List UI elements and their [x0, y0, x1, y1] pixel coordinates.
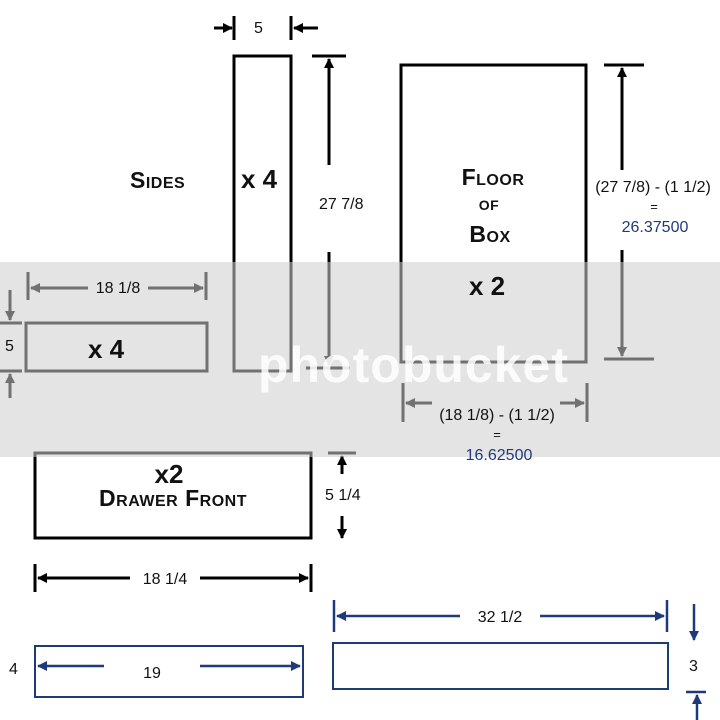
watermark-text: photobucket: [258, 337, 569, 393]
drawer-front-count: x2: [154, 459, 184, 489]
floor-count: x 2: [469, 271, 506, 301]
sides-width-label: 5: [254, 20, 263, 37]
right-strip-width-label: 32 1/2: [477, 609, 523, 626]
left-strip-height-label: 4: [9, 661, 18, 678]
watermark-band: [0, 262, 720, 457]
small-panel-width-label: 18 1/8: [95, 280, 141, 297]
drawer-front-width-label: 18 1/4: [142, 571, 188, 588]
sides-title: Sides: [130, 167, 186, 193]
sides-height-label: 27 7/8: [319, 196, 364, 213]
left-strip-piece: [34, 645, 304, 698]
right-strip-rect: [332, 642, 669, 690]
small-panel-count: x 4: [88, 334, 125, 364]
floor-title-line1: Floor: [461, 164, 525, 190]
floor-width-equals: =: [493, 427, 501, 442]
left-strip-rect: [34, 645, 304, 698]
drawer-front-height-label: 5 1/4: [325, 487, 361, 504]
right-strip-height-label: 3: [689, 658, 698, 675]
left-strip-width-label: 19: [143, 665, 161, 682]
small-panel-height-label: 5: [5, 338, 14, 355]
floor-title-line3: Box: [469, 221, 511, 247]
right-strip-piece: [332, 600, 706, 720]
floor-width-formula: (18 1/8) - (1 1/2): [439, 407, 555, 424]
floor-height-formula: (27 7/8) - (1 1/2): [595, 179, 711, 196]
drawer-front-title: Drawer Front: [99, 485, 247, 511]
floor-width-result: 16.62500: [465, 447, 533, 464]
sides-count: x 4: [241, 164, 278, 194]
floor-title-line2: of: [478, 193, 500, 215]
floor-height-result: 26.37500: [621, 219, 689, 236]
drawer-front-piece: [33, 451, 356, 592]
floor-height-equals: =: [650, 199, 658, 214]
